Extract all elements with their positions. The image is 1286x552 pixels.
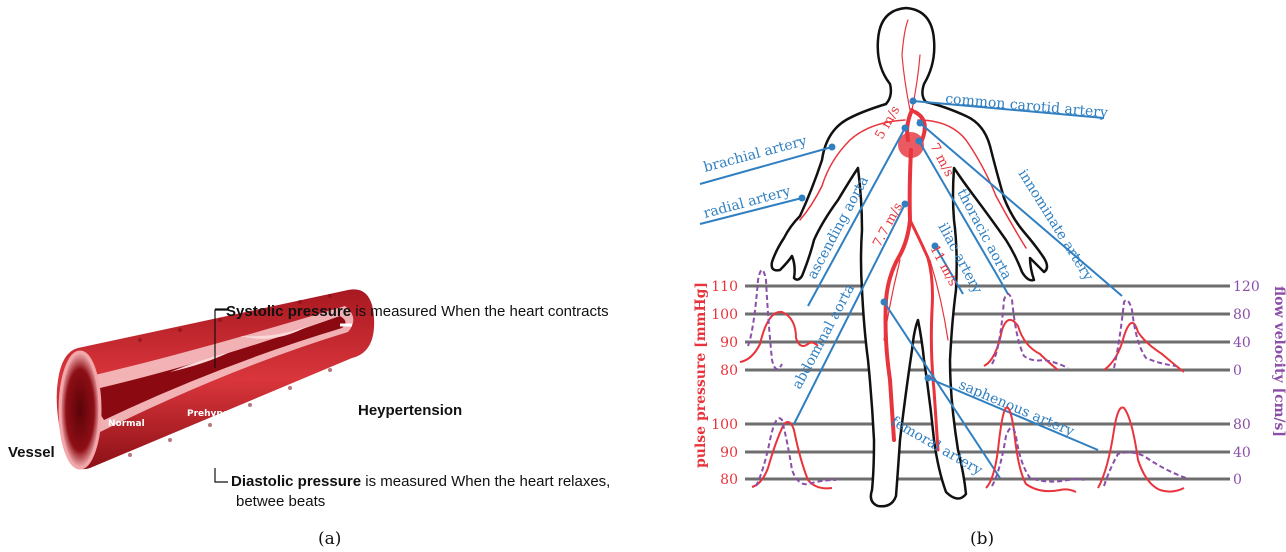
left-axis-title: pulse pressure [mmHg] xyxy=(693,282,709,468)
prehypertension-label: Prehypertension xyxy=(187,409,271,419)
caption-a: (a) xyxy=(318,529,341,549)
diastolic-label-line2: betwee beats xyxy=(236,493,325,510)
systolic-label: Systolic pressure is measured When the h… xyxy=(226,303,609,320)
right-axis-title: flow velocity [cm/s] xyxy=(1271,286,1286,437)
left-tick-100-bottom: 100 xyxy=(711,417,738,433)
vessel-label: Vessel xyxy=(8,444,55,461)
grid-lines xyxy=(745,286,1230,479)
hypertension-label: Heypertension xyxy=(358,402,462,419)
right-tick-0-bottom: 0 xyxy=(1233,472,1242,488)
right-tick-80-top: 80 xyxy=(1233,307,1251,323)
normal-label: Normal xyxy=(108,419,145,429)
right-axis-ticks: 120 80 40 0 80 40 0 xyxy=(1233,279,1260,488)
label-radial-artery: radial artery xyxy=(702,183,792,222)
left-tick-100-top: 100 xyxy=(711,307,738,323)
left-tick-80-top: 80 xyxy=(720,363,738,379)
caption-b: (b) xyxy=(970,529,994,549)
left-tick-80-bottom: 80 xyxy=(720,472,738,488)
right-tick-0-top: 0 xyxy=(1233,363,1242,379)
right-tick-80-bottom: 80 xyxy=(1233,417,1251,433)
label-saphenous-artery: saphenous artery xyxy=(956,377,1076,440)
right-tick-40-bottom: 40 xyxy=(1233,445,1251,461)
diastolic-label: Diastolic pressure is measured When the … xyxy=(231,473,610,490)
left-tick-90-top: 90 xyxy=(720,335,738,351)
label-abdominal-aorta: abdominal aorta xyxy=(789,282,858,392)
right-tick-40-top: 40 xyxy=(1233,335,1251,351)
left-axis-ticks: 110 100 90 80 100 90 80 xyxy=(711,279,738,488)
right-tick-120: 120 xyxy=(1233,279,1260,295)
panel-a: Systolic pressure is measured When the h… xyxy=(8,289,610,549)
panel-b: common carotid artery brachial artery ra… xyxy=(693,8,1286,549)
left-tick-90-bottom: 90 xyxy=(720,445,738,461)
left-tick-110: 110 xyxy=(711,279,738,295)
